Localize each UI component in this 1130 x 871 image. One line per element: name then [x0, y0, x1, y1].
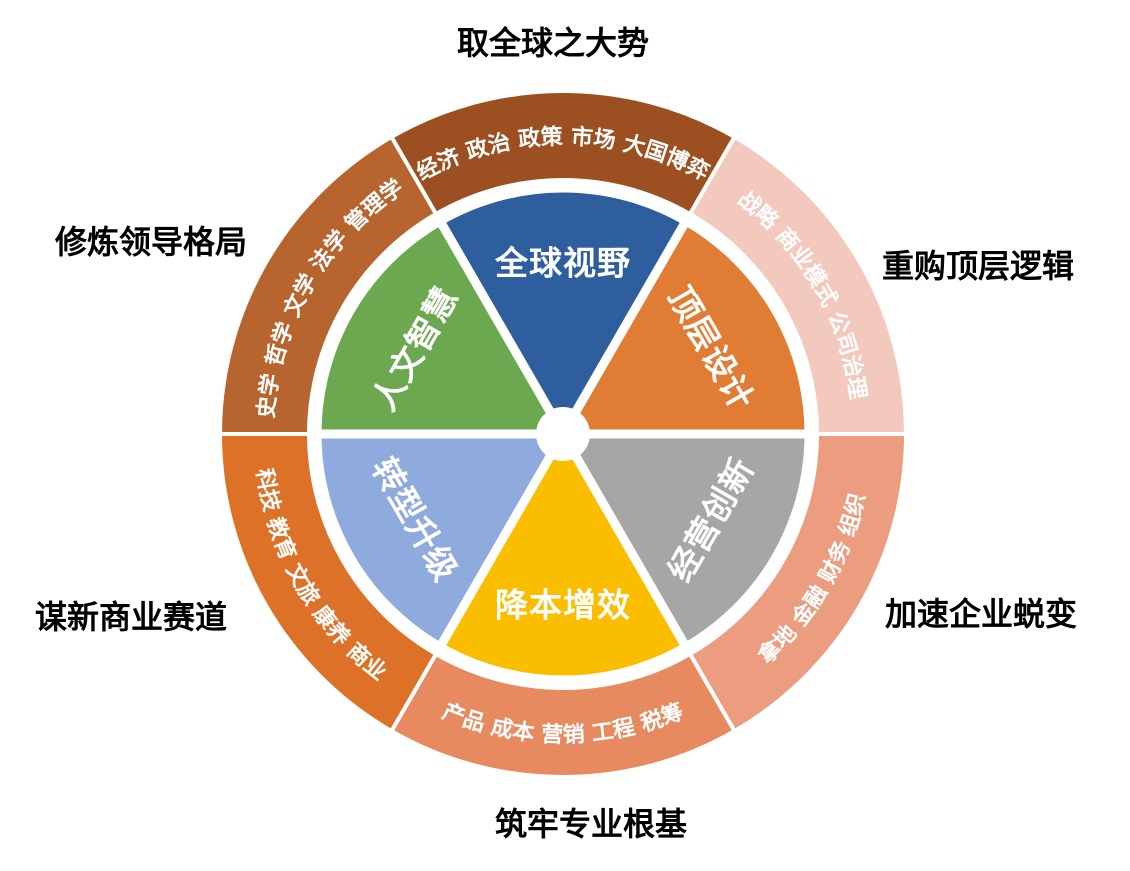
caption-top-right: 重购顶层逻辑: [882, 247, 1075, 285]
pie-wedge: [555, 214, 814, 439]
pie-wedge: [312, 429, 571, 654]
pie-wedge: [433, 183, 693, 443]
pie-wedge-label: 全球视野: [494, 244, 631, 283]
ring-segment: [217, 134, 439, 436]
pie-wedge-label: 降本增效: [495, 586, 631, 625]
caption-bottom: 筑牢专业根基: [495, 805, 688, 843]
caption-top-left: 修炼领导格局: [55, 223, 248, 261]
pie-wedge: [433, 425, 693, 685]
center-hub: [536, 407, 590, 461]
caption-bottom-left: 谋新商业赛道: [35, 598, 228, 636]
pie-wedge: [312, 214, 571, 439]
caption-bottom-right: 加速企业蜕变: [885, 595, 1078, 633]
caption-top: 取全球之大势: [457, 24, 650, 62]
pie-wedge: [555, 429, 814, 654]
